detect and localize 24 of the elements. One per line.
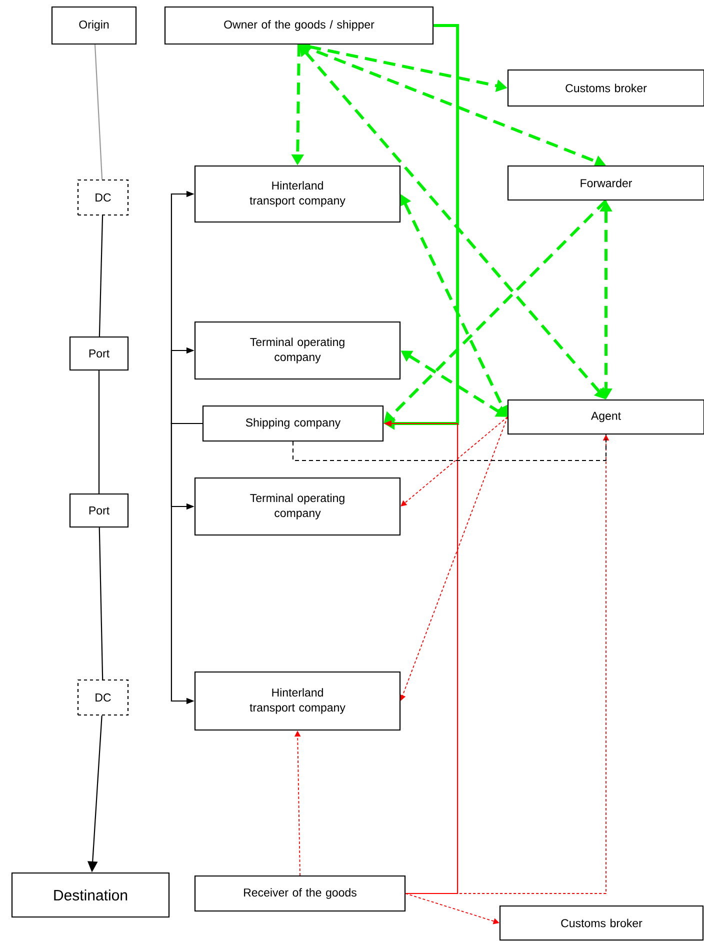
dc-box: DC [77, 679, 129, 716]
actor-box: Customs broker [507, 69, 704, 107]
connector [98, 528, 104, 680]
location-box: Origin [51, 6, 137, 45]
actor-box: Hinterland transport company [194, 671, 401, 731]
connector [94, 44, 103, 180]
actor-box: Forwarder [507, 165, 704, 201]
actor-box: Terminal operating company [194, 321, 401, 380]
actor-box: Owner of the goods / shipper [164, 6, 434, 45]
actor-box: Terminal operating company [194, 477, 401, 536]
actor-box: Receiver of the goods [194, 875, 406, 912]
connector [400, 416, 508, 701]
location-box: Destination [11, 872, 170, 918]
port-box: Port [69, 336, 129, 371]
connector [292, 434, 606, 462]
dc-box: DC [77, 179, 129, 216]
actor-box: Agent [507, 399, 704, 435]
connector [400, 416, 508, 506]
actor-box: Customs broker [499, 905, 704, 941]
port-box: Port [69, 493, 129, 528]
actor-box: Shipping company [202, 405, 384, 442]
connector [98, 216, 104, 336]
connector [98, 370, 100, 494]
actor-box: Hinterland transport company [194, 165, 401, 223]
